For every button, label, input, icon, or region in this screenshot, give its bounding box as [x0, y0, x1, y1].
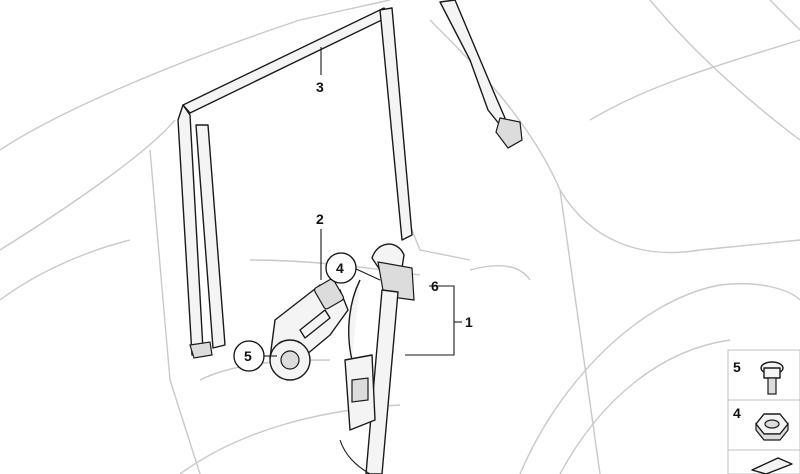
legend-item-nut: 4 [733, 405, 789, 441]
callout-4: 4 [325, 252, 357, 284]
window-motor [269, 278, 349, 381]
svg-text:2: 2 [316, 211, 324, 227]
callout-3: 3 [316, 79, 324, 95]
window-regulator [339, 243, 415, 474]
callout-1: 1 [465, 314, 473, 330]
svg-text:3: 3 [316, 79, 324, 95]
hex-nut-icon [755, 413, 789, 441]
svg-text:5: 5 [733, 359, 741, 375]
callout-5: 5 [233, 340, 265, 372]
svg-text:4: 4 [733, 405, 741, 421]
arrow-icon [751, 457, 793, 474]
callout-2: 2 [316, 211, 324, 227]
svg-text:4: 4 [336, 260, 344, 276]
bolt-icon [760, 361, 784, 395]
callout-6: 6 [431, 278, 439, 294]
window-frame-seal [177, 0, 523, 359]
small-parts-legend: 5 4 [727, 349, 800, 474]
legend-item-bolt: 5 [733, 359, 784, 395]
svg-text:6: 6 [431, 278, 439, 294]
svg-text:1: 1 [465, 314, 473, 330]
leader-lines [263, 47, 462, 357]
svg-text:5: 5 [244, 348, 252, 364]
